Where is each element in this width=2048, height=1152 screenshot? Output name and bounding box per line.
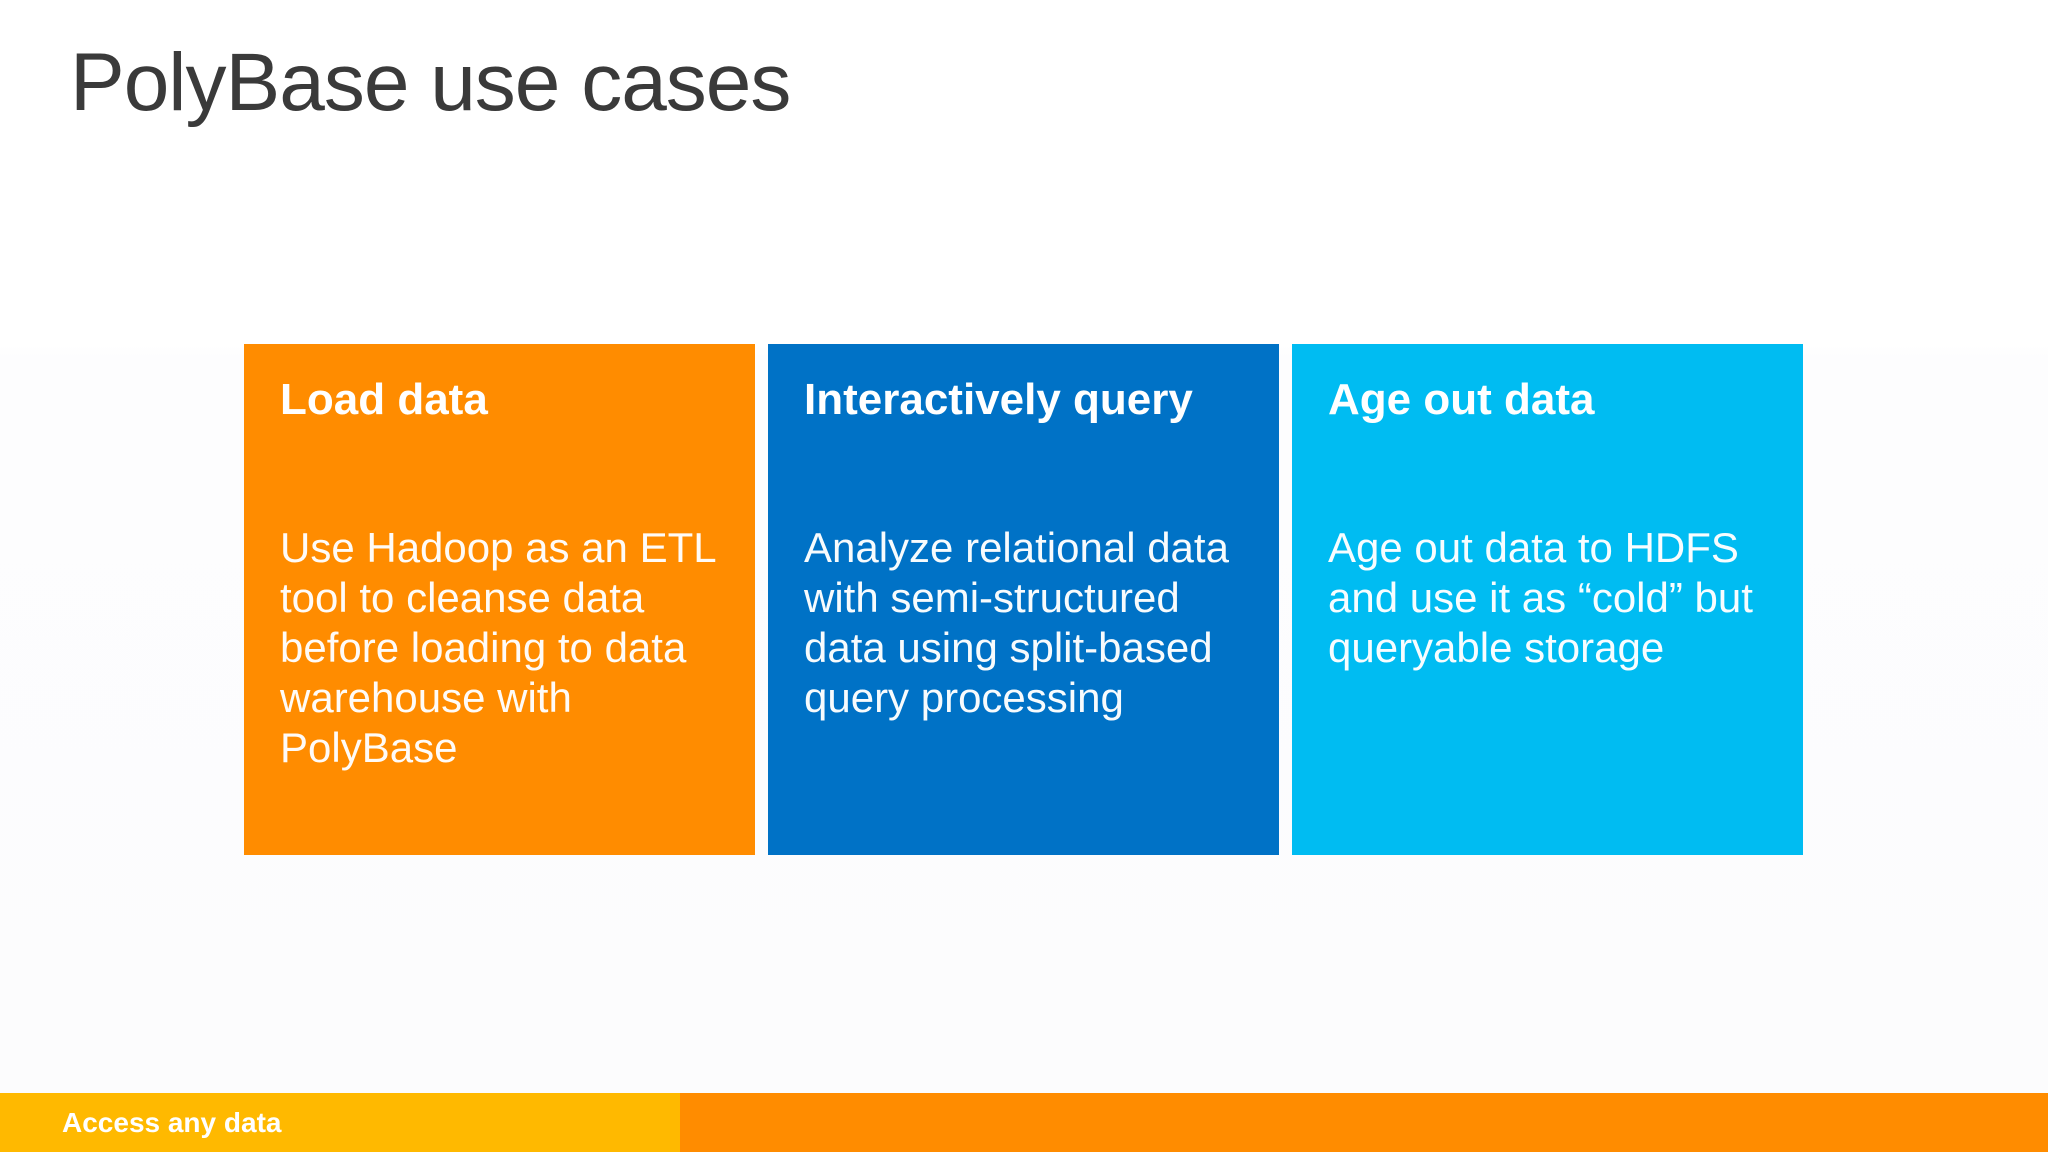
footer-left-segment: Access any data [0,1093,680,1152]
card-body-text: Analyze relational data with semi-struct… [804,523,1229,721]
card-heading: Load data [280,375,488,424]
card-load-data: Load data Use Hadoop as an ETL tool to c… [244,344,755,855]
footer-right-segment [680,1093,2048,1152]
card-heading: Interactively query [804,375,1193,424]
footer-label: Access any data [62,1106,282,1138]
use-case-cards-row: Load data Use Hadoop as an ETL tool to c… [244,344,1803,855]
card-body-text: Age out data to HDFS and use it as “cold… [1328,523,1753,671]
card-heading: Age out data [1328,375,1595,424]
card-body-text: Use Hadoop as an ETL tool to cleanse dat… [280,523,716,771]
card-interactively-query: Interactively query Analyze relational d… [768,344,1279,855]
page-title: PolyBase use cases [70,37,791,128]
card-age-out-data: Age out data Age out data to HDFS and us… [1292,344,1803,855]
footer-bar: Access any data [0,1093,2048,1152]
